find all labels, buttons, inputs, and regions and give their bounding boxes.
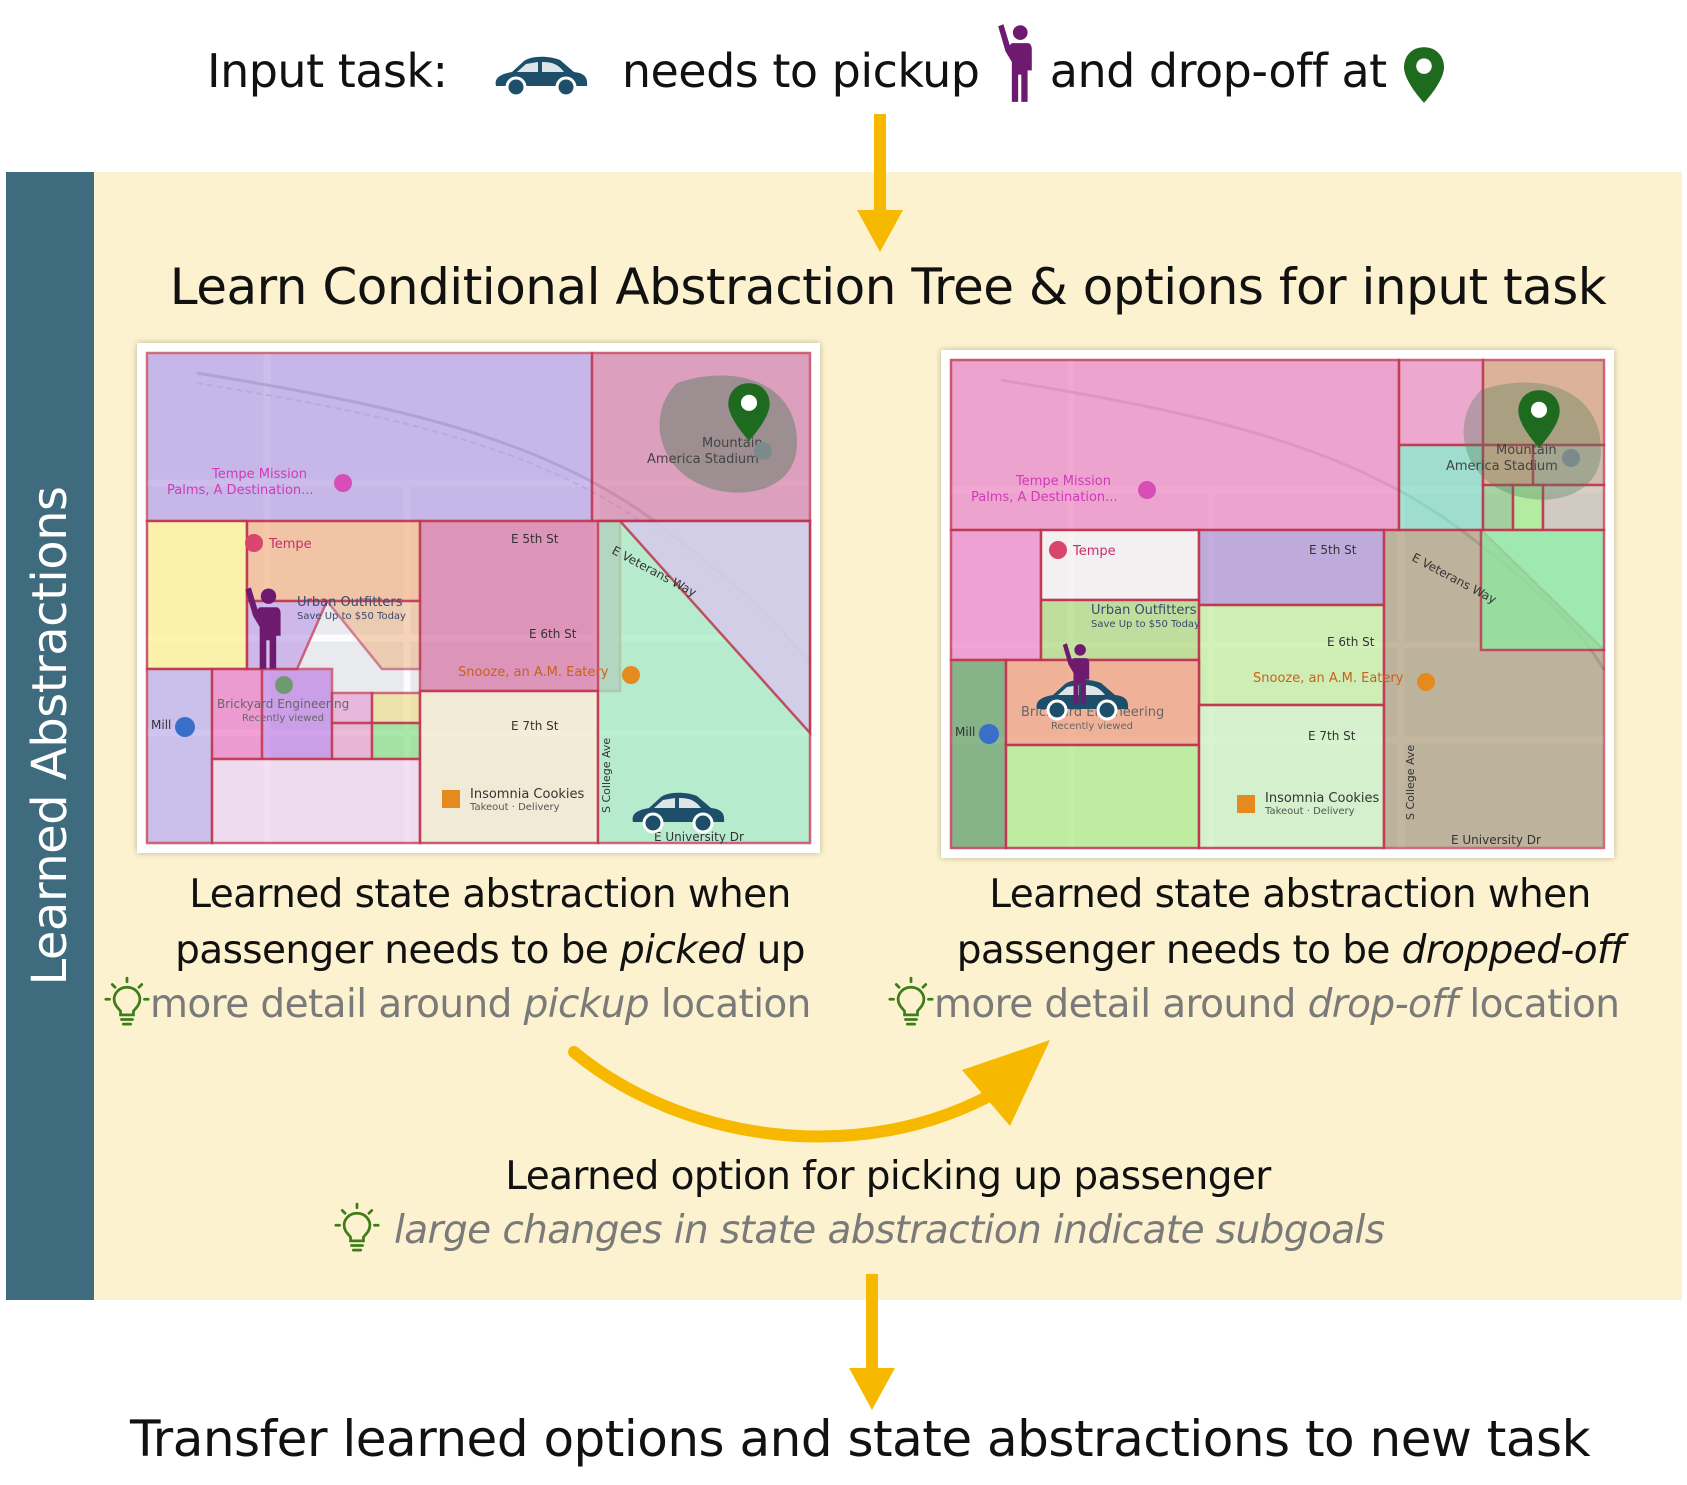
- label-recently: Recently viewed: [1051, 721, 1133, 732]
- poi-marker: [334, 474, 352, 492]
- label-mill: Mill: [151, 718, 171, 732]
- label-university: E University Dr: [654, 830, 744, 844]
- label-tempe-mission: Tempe Mission: [211, 467, 307, 482]
- label-insomnia: Insomnia Cookies: [1265, 791, 1380, 806]
- location-pin-icon: [1401, 45, 1447, 105]
- poi-marker: [1049, 541, 1067, 559]
- sidebar: Learned Abstractions: [6, 172, 94, 1300]
- label-stadium: America Stadium: [647, 452, 759, 467]
- poi-marker: [175, 717, 195, 737]
- label-tempe: Tempe: [268, 537, 312, 552]
- footer-text: Transfer learned options and state abstr…: [129, 1410, 1591, 1468]
- poi-marker: [622, 666, 640, 684]
- label-urban-sub: Save Up to $50 Today: [1091, 619, 1200, 630]
- poi-marker: [979, 724, 999, 744]
- option-title: Learned option for picking up passenger: [505, 1154, 1271, 1199]
- label-stadium: America Stadium: [1446, 459, 1558, 474]
- label-snooze: Snooze, an A.M. Eatery: [1253, 671, 1404, 686]
- poi-marker: [245, 534, 263, 552]
- left-map-canvas: Tempe Mission Palms, A Destination... Mo…: [145, 351, 812, 845]
- input-task-header: Input task: needs to pickup and drop-off…: [207, 44, 1447, 105]
- left-caption-line1: Learned state abstraction when: [189, 872, 791, 917]
- label-mill: Mill: [955, 725, 975, 739]
- label-insomnia: Insomnia Cookies: [470, 787, 585, 802]
- right-map-canvas: Tempe Mission Palms, A Destination... Mo…: [949, 358, 1606, 850]
- poi-marker: [442, 790, 460, 808]
- sidebar-label: Learned Abstractions: [22, 486, 78, 986]
- right-caption-line2: passenger needs to be dropped-off: [956, 928, 1624, 973]
- label-e5th: E 5th St: [1309, 543, 1357, 557]
- right-tip: more detail around drop-off location: [888, 982, 1620, 1028]
- label-palms: Palms, A Destination...: [971, 490, 1118, 505]
- label-university: E University Dr: [1451, 833, 1541, 847]
- dropoff-text: and drop-off at: [1049, 44, 1387, 98]
- label-palms: Palms, A Destination...: [167, 483, 314, 498]
- label-brickyard: Brickyard Engineering: [217, 697, 349, 711]
- label-e7th: E 7th St: [1308, 729, 1356, 743]
- car-icon: [490, 52, 590, 98]
- label-urban: Urban Outfitters: [297, 595, 403, 610]
- arrow-down-bottom: [849, 1274, 895, 1410]
- pickup-text: needs to pickup: [621, 44, 980, 98]
- label-tempe: Tempe: [1072, 544, 1116, 559]
- option-tip: large changes in state abstraction indic…: [334, 1208, 1385, 1254]
- poi-marker: [1237, 795, 1255, 813]
- label-college: S College Ave: [1404, 745, 1417, 820]
- label-mountain: Mountain: [702, 436, 763, 451]
- right-caption-line1: Learned state abstraction when: [989, 872, 1591, 917]
- poi-marker: [1417, 673, 1435, 691]
- label-urban-sub: Save Up to $50 Today: [297, 611, 406, 622]
- label-e5th: E 5th St: [511, 532, 559, 546]
- label-tempe-mission: Tempe Mission: [1015, 474, 1111, 489]
- arrow-down-top-head: [857, 114, 903, 252]
- left-caption-line2: passenger needs to be picked up: [175, 928, 805, 973]
- label-urban: Urban Outfitters: [1091, 603, 1197, 618]
- label-e6th: E 6th St: [529, 627, 577, 641]
- label-e6th: E 6th St: [1327, 635, 1375, 649]
- lightbulb-icon: [334, 1202, 380, 1254]
- label-college: S College Ave: [600, 738, 613, 813]
- lightbulb-icon: [104, 976, 150, 1028]
- waving-person-icon: [994, 20, 1036, 104]
- poi-marker: [1562, 449, 1580, 467]
- left-tip: more detail around pickup location: [104, 982, 811, 1028]
- label-mountain: Mountain: [1496, 443, 1557, 458]
- lightbulb-icon: [888, 976, 934, 1028]
- label-e7th: E 7th St: [511, 719, 559, 733]
- poi-marker: [754, 442, 772, 460]
- input-task-label: Input task:: [207, 44, 448, 98]
- curved-arrow: [568, 1040, 1050, 1143]
- label-recently: Recently viewed: [242, 713, 324, 724]
- panel-title: Learn Conditional Abstraction Tree & opt…: [169, 258, 1607, 316]
- left-map: Tempe Mission Palms, A Destination... Mo…: [137, 343, 820, 853]
- right-map: Tempe Mission Palms, A Destination... Mo…: [941, 350, 1614, 858]
- label-snooze: Snooze, an A.M. Eatery: [458, 665, 609, 680]
- label-insomnia-sub: Takeout · Delivery: [469, 802, 560, 813]
- label-insomnia-sub: Takeout · Delivery: [1264, 806, 1355, 817]
- poi-marker: [1138, 481, 1156, 499]
- poi-marker: [275, 676, 293, 694]
